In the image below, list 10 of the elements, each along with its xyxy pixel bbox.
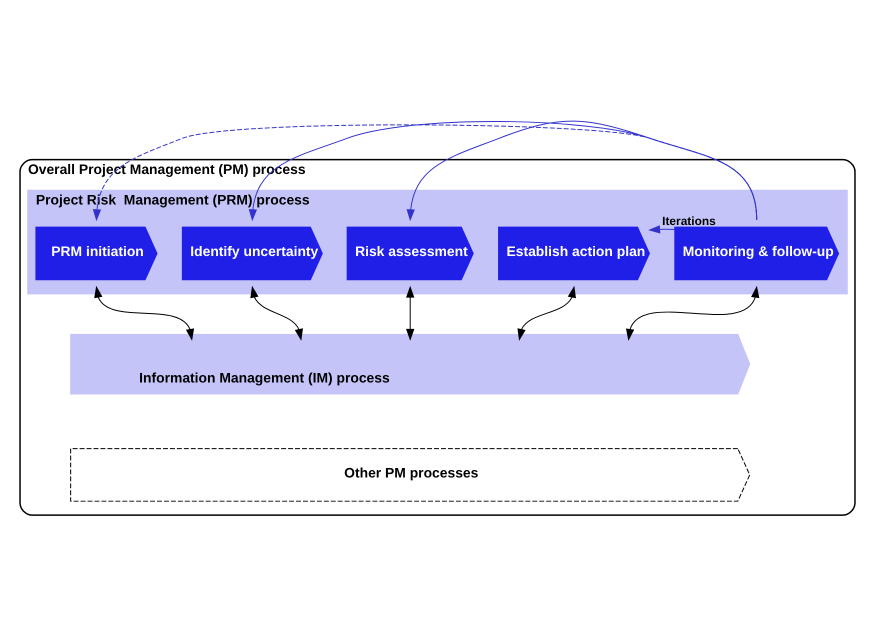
arrow: [250, 285, 303, 340]
arrow: [517, 285, 576, 340]
arrow: [94, 285, 194, 340]
arrow: [248, 120, 758, 221]
arrow: [626, 285, 760, 340]
arrow: [92, 124, 758, 221]
arrow: [406, 120, 758, 221]
edge-label: Iterations: [662, 213, 716, 228]
arrow: [406, 285, 414, 340]
arrow: [648, 224, 676, 234]
